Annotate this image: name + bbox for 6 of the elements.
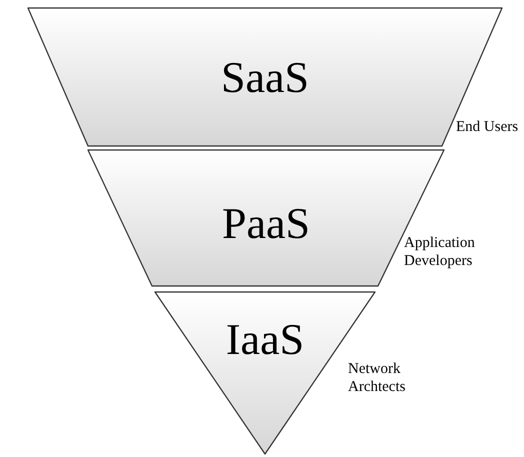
- layer-label: IaaS: [226, 315, 304, 364]
- layer-label: PaaS: [222, 199, 310, 248]
- layer-label: SaaS: [221, 53, 309, 102]
- audience-label: Application Developers: [404, 235, 475, 269]
- audience-label: End Users: [456, 119, 518, 135]
- audience-label: Network Archtects: [348, 361, 406, 395]
